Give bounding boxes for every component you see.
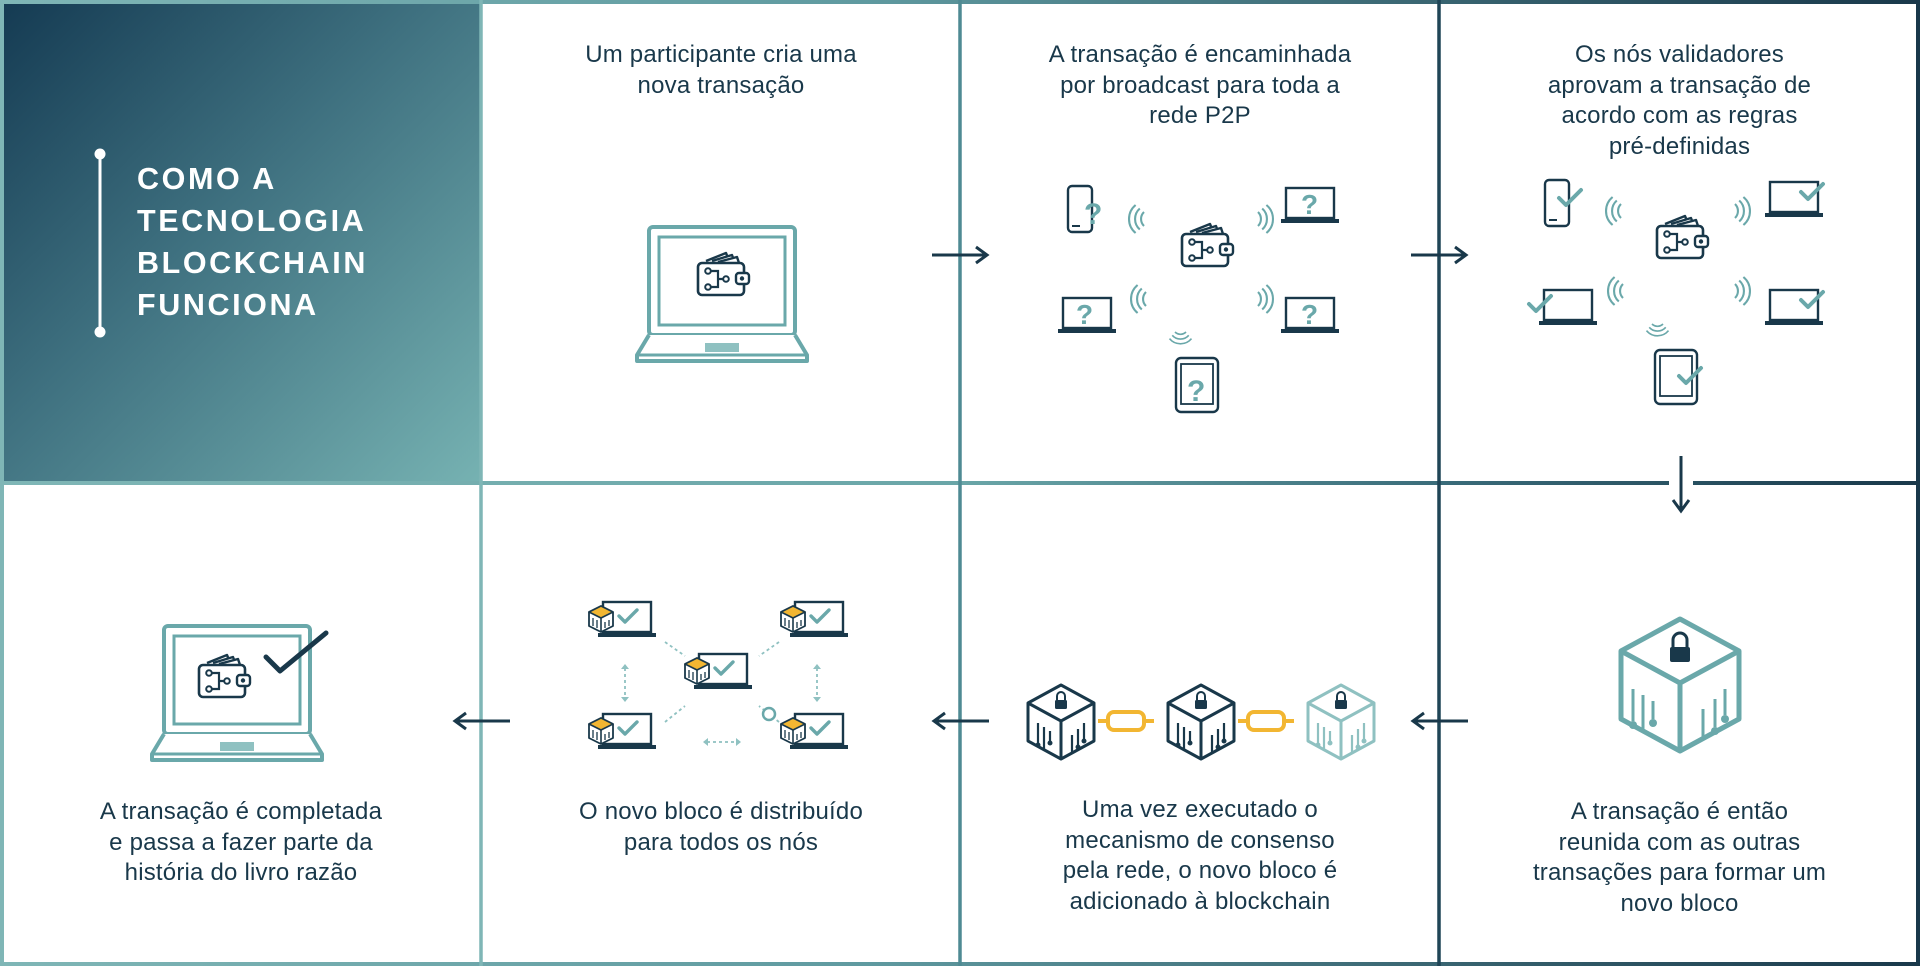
new-block-icon [1618,616,1742,754]
step-7-caption: A transação é completada e passa a fazer… [2,797,480,889]
caption-line: A transação é completada [99,798,383,825]
step-4: A transação é então reunida com as outra… [1441,485,1918,964]
arrow-down-icon [1669,456,1693,514]
timeline-bar-icon [94,148,106,338]
caption-line: adicionado à blockchain [1069,887,1331,915]
caption-line: Um participante cria uma [585,41,857,68]
step-1-caption: Um participante cria uma nova transação [483,40,959,101]
caption-line: A transação é encaminhada [1048,41,1352,68]
caption-line: Uma vez executado o [1082,796,1318,823]
step-1: Um participante cria uma nova transação [483,0,959,482]
step-7: A transação é completada e passa a fazer… [2,485,480,964]
caption-line: aprovam a transação de [1547,71,1812,99]
caption-line: para todos os nós [623,828,819,856]
broadcast-network-icon: ? ? ? ? ? [1056,184,1341,414]
caption-line: A transação é então [1570,798,1789,825]
arrow-left-icon [452,711,510,731]
step-2-caption: A transação é encaminhada por broadcast … [962,40,1438,132]
caption-line: O novo bloco é distribuído [578,798,864,825]
step-4-caption: A transação é então reunida com as outra… [1441,797,1918,919]
caption-line: pré-definidas [1608,132,1751,160]
question-mark: ? [1301,299,1318,330]
caption-line: mecanismo de consenso [1065,826,1335,854]
completed-transaction-icon [150,624,329,762]
page-title: COMO A TECNOLOGIA BLOCKCHAIN FUNCIONA [137,158,368,326]
step-6: O novo bloco é distribuído para todos os… [483,485,959,964]
caption-line: rede P2P [1149,102,1251,129]
caption-line: reunida com as outras [1558,828,1801,856]
question-mark: ? [1301,189,1318,220]
step-2: A transação é encaminhada por broadcast … [962,0,1438,482]
step-3-caption: Os nós validadores aprovam a transação d… [1441,40,1918,162]
caption-line: acordo com as regras [1561,102,1798,129]
caption-line: por broadcast para toda a [1060,71,1340,99]
caption-line: história do livro razão [124,859,358,886]
caption-line: e passa a fazer parte da [109,828,373,856]
arrow-right-icon [1411,245,1469,265]
arrow-right-icon [932,245,990,265]
question-mark: ? [1076,299,1093,330]
laptop-wallet-icon [635,225,809,363]
caption-line: nova transação [637,71,805,99]
title-line: FUNCIONA [137,288,319,322]
question-mark: ? [1187,375,1205,408]
title-line: COMO A [137,162,277,196]
arrow-left-icon [931,711,989,731]
step-5: Uma vez executado o mecanismo de consens… [962,485,1438,964]
arrow-left-icon [1410,711,1468,731]
caption-line: pela rede, o novo bloco é [1062,857,1338,884]
blockchain-chain-icon [1026,683,1376,761]
caption-line: transações para formar um [1532,859,1827,886]
title-line: TECNOLOGIA [137,204,367,238]
step-5-caption: Uma vez executado o mecanismo de consens… [962,795,1438,917]
distributed-nodes-icon [589,598,859,758]
caption-line: Os nós validadores [1574,41,1785,68]
question-mark: ? [1084,198,1102,231]
title-panel: COMO A TECNOLOGIA BLOCKCHAIN FUNCIONA [0,0,481,482]
title-line: BLOCKCHAIN [137,246,369,280]
validated-network-icon [1527,178,1825,406]
step-3: Os nós validadores aprovam a transação d… [1441,0,1918,482]
caption-line: novo bloco [1620,889,1739,917]
step-6-caption: O novo bloco é distribuído para todos os… [483,797,959,858]
